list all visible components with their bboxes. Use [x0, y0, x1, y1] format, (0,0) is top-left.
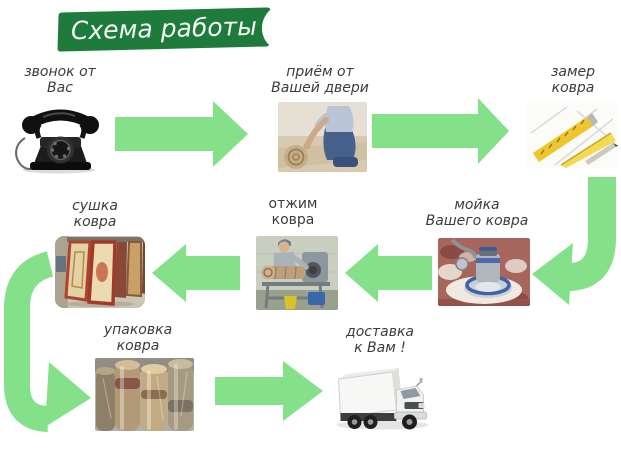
arrow-pack-to-deliver [215, 361, 323, 421]
measuring-ruler-icon [527, 103, 618, 168]
carpet-wringing-machine-icon [256, 236, 338, 310]
step-label-measure: замер ковра [550, 64, 596, 96]
step-label-wash: мойка Вашего ковра [425, 197, 529, 229]
arrow-pickup-to-measure [372, 98, 509, 164]
photo-deliver [330, 362, 437, 432]
photo-wring [256, 236, 338, 310]
step-label-pickup: приём от Вашей двери [271, 64, 369, 96]
step-label-pack: упаковка ковра [103, 322, 173, 354]
page-title: Схема работы [70, 11, 258, 45]
arrow-wash-to-wring [345, 244, 432, 302]
step-label-deliver: доставка к Вам ! [346, 324, 414, 356]
step-label-dry: сушка ковра [72, 198, 118, 230]
carpet-washing-machine-icon [438, 238, 530, 306]
photo-call [10, 102, 102, 174]
carpet-rolling-icon [278, 102, 367, 172]
rotary-phone-icon [10, 102, 102, 174]
photo-pack [95, 358, 194, 431]
packed-carpet-rolls-icon [95, 358, 194, 431]
arrow-measure-to-wash [532, 177, 616, 305]
delivery-truck-icon [330, 362, 437, 432]
photo-pickup [278, 102, 367, 172]
arrow-wring-to-dry [152, 244, 240, 302]
photo-dry [55, 236, 145, 308]
arrow-dry-to-pack [3, 251, 91, 432]
step-label-call: звонок от Вас [24, 64, 96, 96]
title-banner: Схема работы [57, 7, 271, 52]
photo-wash [438, 238, 530, 306]
arrow-call-to-pickup [115, 101, 248, 167]
photo-measure [527, 103, 618, 168]
carpet-drying-racks-icon [55, 236, 145, 308]
step-label-wring: отжим ковра [268, 196, 318, 228]
